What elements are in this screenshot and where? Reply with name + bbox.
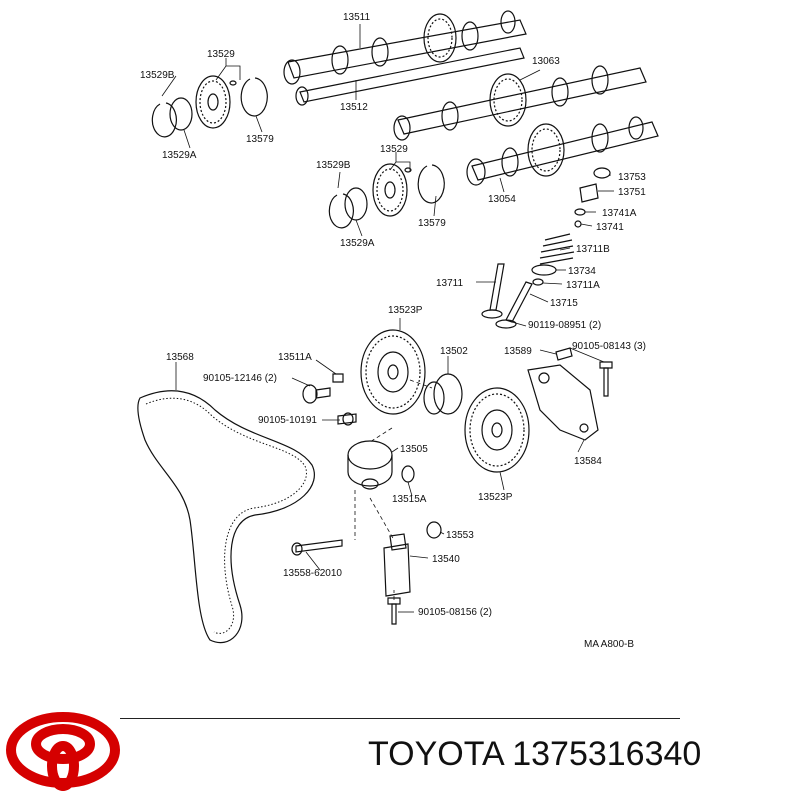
label-13558-62010: 13558-62010 <box>283 568 342 579</box>
label-13711A: 13711A <box>566 280 600 291</box>
gear-13529-mid <box>372 163 412 217</box>
footer-divider <box>120 718 680 719</box>
label-13734: 13734 <box>568 266 596 277</box>
washer-13515A <box>401 465 415 483</box>
label-13502: 13502 <box>440 346 468 357</box>
camshaft-13511 <box>283 10 527 106</box>
label-13529A-top: 13529A <box>162 150 197 161</box>
label-13523P-top: 13523P <box>388 305 423 316</box>
label-90105-10191: 90105-10191 <box>258 415 317 426</box>
label-13063: 13063 <box>532 56 560 67</box>
label-13529-mid: 13529 <box>380 144 408 155</box>
label-13741A: 13741A <box>602 208 637 219</box>
spring-13553 <box>426 521 442 539</box>
bolt-90105-08143 <box>599 361 613 397</box>
ring-13529A-mid <box>344 187 368 221</box>
label-90119-08951: 90119-08951 (2) <box>528 320 601 331</box>
label-13505: 13505 <box>400 444 428 455</box>
label-13529B-mid: 13529B <box>316 160 351 171</box>
camshaft-13063 <box>393 65 647 141</box>
bolt-90105-12146 <box>302 384 331 404</box>
label-13568: 13568 <box>166 352 194 363</box>
label-13511: 13511 <box>343 12 371 23</box>
label-13579-mid: 13579 <box>418 218 446 229</box>
label-13512: 13512 <box>340 102 368 113</box>
label-13529B-top: 13529B <box>140 70 175 81</box>
label-13553: 13553 <box>446 530 474 541</box>
label-13511A: 13511A <box>278 352 312 363</box>
part-labels: 13511 13512 13529 13529B 13529A 13579 13… <box>140 12 646 650</box>
label-13515A: 13515A <box>392 494 427 505</box>
pulley-13523P-bot <box>464 387 530 473</box>
bolt-13558-62010 <box>291 539 343 556</box>
snap-ring-13579-top <box>240 77 268 117</box>
label-13529A-mid: 13529A <box>340 238 375 249</box>
label-13584: 13584 <box>574 456 602 467</box>
toyota-logo-icon <box>6 712 120 791</box>
label-13589: 13589 <box>504 346 532 357</box>
bolt-90105-10191 <box>337 412 357 426</box>
brand-part-number: TOYOTA 1375316340 <box>368 735 702 773</box>
label-90105-08143: 90105-08143 (3) <box>572 341 646 352</box>
gear-13529-top <box>195 75 237 129</box>
leader-lines <box>161 24 614 613</box>
ring-13529A-top <box>169 97 193 131</box>
timing-belt-13568 <box>137 390 315 644</box>
label-13579-top: 13579 <box>246 134 274 145</box>
snap-ring-13529B-top <box>151 102 177 138</box>
label-13540: 13540 <box>432 554 460 565</box>
clip-13589 <box>555 347 573 361</box>
snap-ring-13579-mid <box>417 164 445 204</box>
label-13751: 13751 <box>618 187 646 198</box>
label-13711: 13711 <box>436 278 464 289</box>
label-13054: 13054 <box>488 194 516 205</box>
idler-13502 <box>423 373 463 415</box>
label-13711B: 13711B <box>576 244 610 255</box>
label-13715: 13715 <box>550 298 578 309</box>
snap-ring-13529B-mid <box>328 193 354 229</box>
bolt-90105-08156 <box>387 597 401 625</box>
label-13741: 13741 <box>596 222 624 233</box>
label-13753: 13753 <box>618 172 646 183</box>
pulley-13505 <box>347 440 393 490</box>
label-13529-top: 13529 <box>207 49 235 60</box>
pulley-13523P-top <box>360 329 426 415</box>
label-13523P-bot: 13523P <box>478 492 513 503</box>
camshaft-13054 <box>466 116 659 186</box>
label-90105-08156: 90105-08156 (2) <box>418 607 492 618</box>
tensioner-13540 <box>383 533 411 597</box>
pin-13511A <box>332 373 344 383</box>
diagram-reference-code: MA A800-B <box>584 639 634 650</box>
bracket-13584 <box>527 364 599 441</box>
label-90105-12146: 90105-12146 (2) <box>203 373 277 384</box>
